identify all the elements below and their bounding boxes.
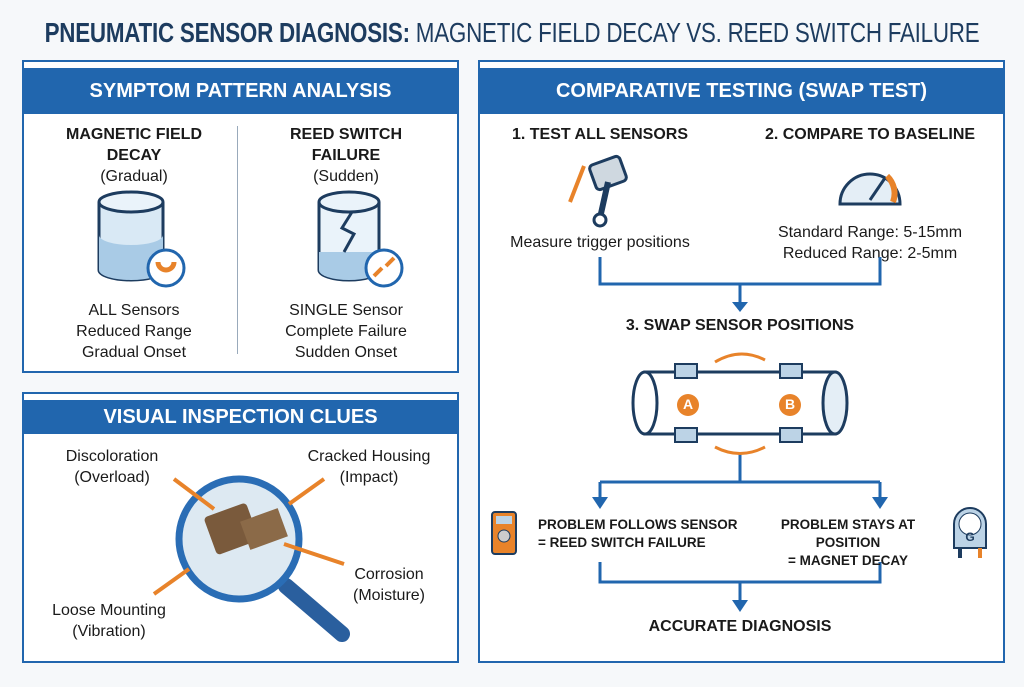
testing-panel: COMPARATIVE TESTING (SWAP TEST) 1. TEST … [478, 60, 1005, 663]
clue-loose-mounting: Loose Mounting(Vibration) [52, 602, 166, 640]
accurate-diagnosis: ACCURATE DIAGNOSIS [648, 618, 832, 635]
step-1-title: 1. TEST ALL SENSORS [511, 126, 689, 143]
magnifier-sensor-illustration [152, 475, 350, 642]
step-2-title: 2. COMPARE TO BASELINE [764, 126, 976, 143]
clue-cracked-housing: Cracked Housing(Impact) [307, 448, 431, 486]
page-title: PNEUMATIC SENSOR DIAGNOSIS: MAGNETIC FIE… [44, 17, 980, 48]
visual-header: VISUAL INSPECTION CLUES [24, 398, 457, 434]
follows-sensor-result: PROBLEM FOLLOWS SENSOR= REED SWITCH FAIL… [538, 517, 738, 550]
testing-header: COMPARATIVE TESTING (SWAP TEST) [480, 66, 1003, 114]
sensor-a-label: A [682, 396, 694, 412]
divider [237, 126, 238, 354]
piston-icon [568, 154, 628, 228]
reed-failure-symptoms: SINGLE Sensor Complete Failure Sudden On… [285, 302, 407, 361]
flow-arrows [592, 257, 888, 612]
gauge-icon [838, 172, 902, 206]
page-title-container: PNEUMATIC SENSOR DIAGNOSIS: MAGNETIC FIE… [0, 16, 1024, 52]
symptom-panel: SYMPTOM PATTERN ANALYSIS MAGNETIC FIELD … [22, 60, 459, 373]
symptom-header: SYMPTOM PATTERN ANALYSIS [24, 66, 457, 114]
sensor-b-label: B [784, 396, 796, 412]
step-3-title: 3. SWAP SENSOR POSITIONS [625, 317, 855, 334]
magnetic-decay-symptoms: ALL Sensors Reduced Range Gradual Onset [76, 302, 192, 361]
cylinder-swap-illustration [631, 352, 849, 455]
cylinder-magnet-icon [97, 190, 186, 288]
clue-corrosion: Corrosion(Moisture) [352, 566, 425, 604]
step-1-text: Measure trigger positions [510, 234, 690, 251]
gauge-letter: G [965, 530, 975, 544]
gauge-g-icon [953, 507, 987, 558]
cracked-cylinder-icon [317, 190, 404, 288]
reed-failure-column: REED SWITCH FAILURE (Sudden) [290, 126, 402, 185]
multimeter-icon [491, 511, 517, 555]
stays-position-result: PROBLEM STAYS AT POSITION= MAGNET DECAY [780, 517, 916, 568]
magnetic-decay-column: MAGNETIC FIELD DECAY (Gradual) [66, 126, 202, 185]
visual-panel: VISUAL INSPECTION CLUES Discoloration(Ov… [22, 392, 459, 663]
clue-discoloration: Discoloration(Overload) [65, 448, 159, 486]
